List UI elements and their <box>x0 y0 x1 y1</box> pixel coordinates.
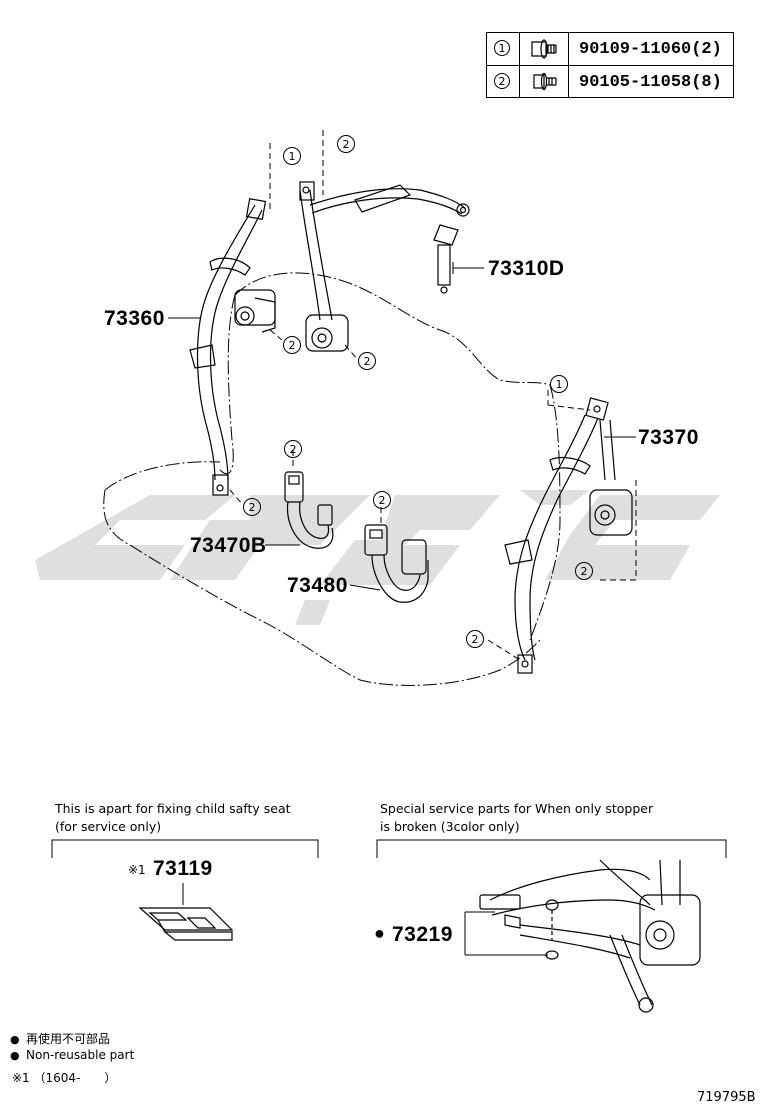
row-key-label: 1 <box>498 42 506 55</box>
callout-1-circle <box>494 40 510 56</box>
callout-number: 1 <box>555 378 563 391</box>
bolt-with-washer-icon <box>520 33 569 65</box>
callout-circle <box>550 375 568 393</box>
row-key-label: 2 <box>498 75 506 88</box>
part-label-73480: 73480 <box>287 574 348 597</box>
part-label-73470B: 73470B <box>190 534 267 557</box>
non-reusable-bullet: ● <box>374 923 386 943</box>
legend-line-en: Non-reusable part <box>26 1048 135 1062</box>
buckle-73480 <box>364 524 429 603</box>
callout-circle <box>466 630 484 648</box>
callout-circle <box>284 440 302 458</box>
callout-circle <box>358 352 376 370</box>
figure-id: 719795B <box>697 1090 756 1105</box>
callout-circle <box>283 147 301 165</box>
row-key-cell: 2 <box>487 66 520 97</box>
callout-number: 2 <box>378 494 386 507</box>
table-row-2: 2 90105-11058(8) <box>487 66 733 97</box>
callout-number: 2 <box>342 138 350 151</box>
stopper-note-line-2: is broken (3color only) <box>380 819 520 834</box>
callout-number: 2 <box>248 501 256 514</box>
rear-seat-outline <box>103 272 561 686</box>
reference-mark-1: ※1 <box>128 863 146 877</box>
belt-73360 <box>189 198 276 496</box>
child-seat-note-line-2: (for service only) <box>55 819 162 834</box>
callout-number: 2 <box>289 443 297 456</box>
fastener-table: 1 90109-11060(2) 2 <box>486 32 734 98</box>
legend: ● 再使用不可部品 ● Non-reusable part ※1 （1604- … <box>10 1032 210 1088</box>
part-label-73360: 73360 <box>104 307 165 330</box>
part-number-1: 90109-11060(2) <box>579 40 722 59</box>
legend-bullet: ● <box>10 1049 20 1062</box>
legend-bullet: ● <box>10 1033 20 1046</box>
table-row-1: 1 90109-11060(2) <box>487 33 733 66</box>
row-key-cell: 1 <box>487 33 520 65</box>
callout-number: 2 <box>471 633 479 646</box>
flange-bolt-icon <box>520 66 569 97</box>
callout-number: 2 <box>363 355 371 368</box>
part-label-73119: 73119 <box>153 857 213 880</box>
callout-circle <box>243 498 261 516</box>
buckle-73470B <box>284 471 334 549</box>
part-label-73310D: 73310D <box>488 257 565 280</box>
part-label-73370: 73370 <box>638 426 699 449</box>
belt-73370 <box>504 397 633 674</box>
callout-2-circle <box>494 73 510 89</box>
callout-circle <box>283 336 301 354</box>
callout-number: 2 <box>288 339 296 352</box>
leader-lines <box>168 262 636 956</box>
callout-circle <box>575 562 593 580</box>
callout-circle <box>373 491 391 509</box>
child-seat-note-line-1: This is apart for fixing child safty sea… <box>55 801 291 816</box>
part-number-2: 90105-11058(8) <box>579 73 722 92</box>
callout-circle <box>337 135 355 153</box>
stopper-note-line-1: Special service parts for When only stop… <box>380 801 654 816</box>
anchor-plate-73119 <box>138 907 234 941</box>
part-label-73219: 73219 <box>392 923 453 946</box>
callout-number: 2 <box>580 565 588 578</box>
legend-line-jp: 再使用不可部品 <box>26 1032 111 1046</box>
stopper-assembly-73219 <box>479 859 701 1013</box>
callout-number: 1 <box>288 150 296 163</box>
belt-73310D <box>299 181 470 352</box>
service-brackets <box>51 839 727 858</box>
legend-line-date: ※1 （1604- ） <box>12 1071 117 1085</box>
